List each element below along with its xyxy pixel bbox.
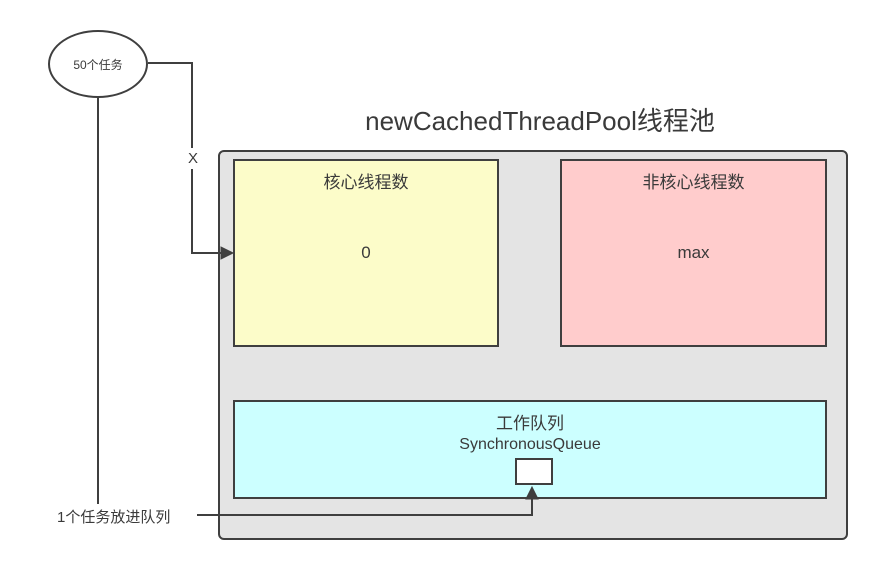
enqueue-label: 1个任务放进队列 <box>57 506 171 527</box>
reject-x-label: X <box>185 148 201 169</box>
core-threads-value: 0 <box>361 243 371 262</box>
queue-slot <box>515 458 553 485</box>
diagram-title: newCachedThreadPool线程池 <box>365 106 715 136</box>
tasks-ellipse-label: 50个任务 <box>73 57 123 72</box>
work-queue-subtitle: SynchronousQueue <box>459 436 601 453</box>
core-threads-title: 核心线程数 <box>323 173 409 192</box>
core-threads-box: 核心线程数 0 <box>233 159 499 347</box>
tasks-ellipse: 50个任务 <box>48 30 148 98</box>
work-queue-title: 工作队列 <box>496 414 564 433</box>
non-core-threads-value: max <box>677 243 710 262</box>
non-core-threads-box: 非核心线程数 max <box>560 159 827 347</box>
non-core-threads-title: 非核心线程数 <box>642 173 745 192</box>
